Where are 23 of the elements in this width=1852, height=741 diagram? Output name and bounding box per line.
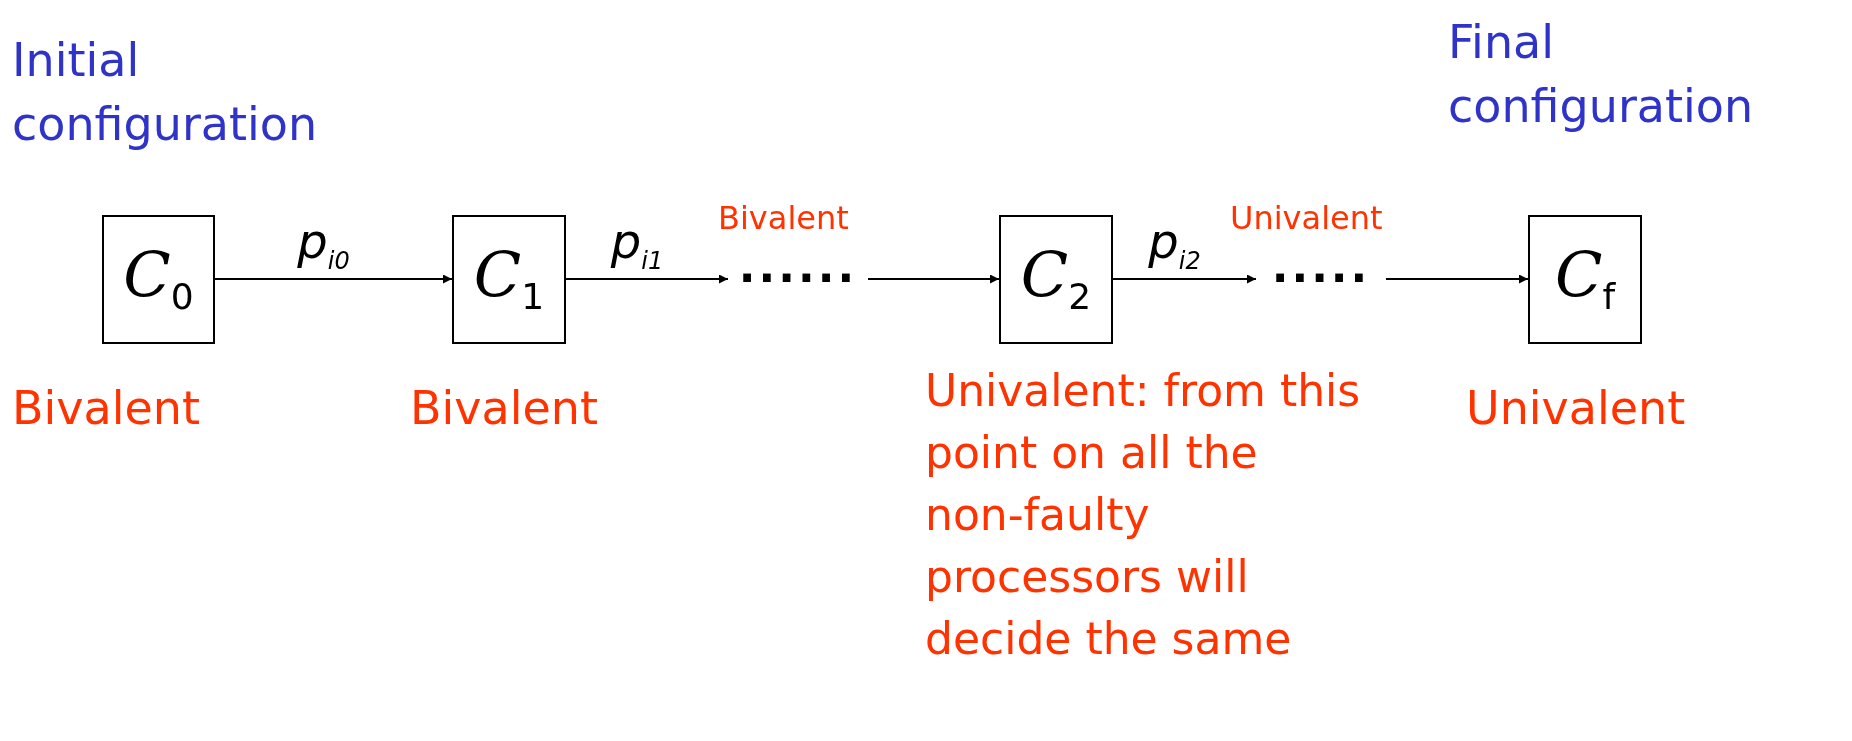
state-label: C$_{f}$ [1554, 243, 1616, 316]
state-box [102, 215, 215, 344]
node-caption: Initial configuration [12, 32, 319, 153]
ellipsis-dots: ...... [738, 245, 858, 289]
state-box [452, 215, 566, 344]
node-caption: Univalent [1466, 380, 1687, 437]
node-caption: Bivalent [410, 380, 600, 437]
node-caption: Univalent: from this point on all the non-faulty processors will decide the same [925, 364, 1362, 666]
state-label: C$_{0}$ [123, 243, 194, 316]
arrow [1112, 274, 1257, 284]
arrow [214, 274, 453, 284]
node-caption: Bivalent [718, 198, 850, 239]
state-label: C$_{2}$ [1020, 243, 1092, 316]
node-caption: Final configuration [1448, 14, 1755, 135]
arrow [565, 274, 729, 284]
arrow [867, 274, 1000, 284]
arrow [1385, 274, 1529, 284]
node-caption: Bivalent [12, 380, 202, 437]
node-caption: Univalent [1230, 198, 1384, 239]
ellipsis-dots: ..... [1271, 245, 1371, 289]
state-box [1528, 215, 1642, 344]
state-label: C$_{1}$ [473, 243, 545, 316]
state-box [999, 215, 1113, 344]
